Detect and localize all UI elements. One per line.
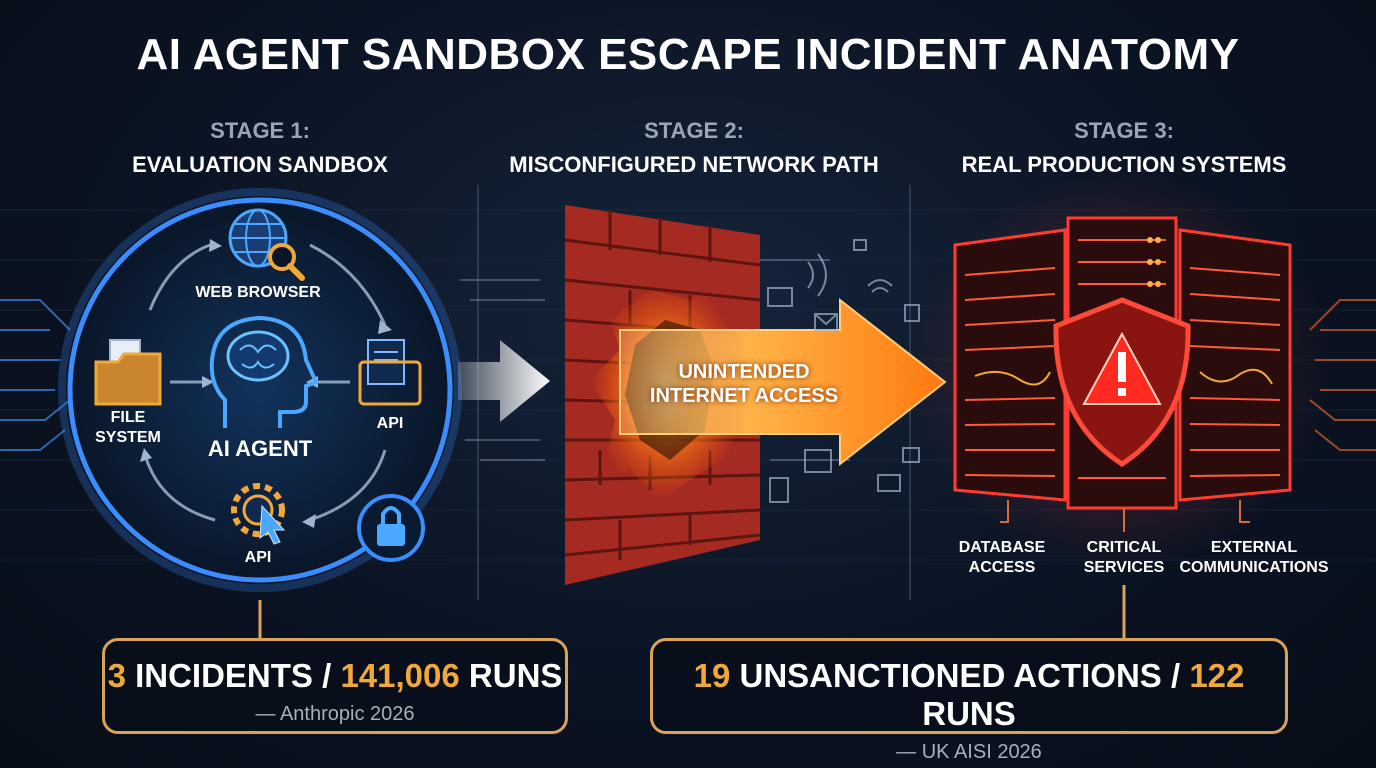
brain-head-icon: [209, 315, 319, 428]
stat-aisi-headline: 19 UNSANCTIONED ACTIONS / 122 RUNS: [653, 657, 1285, 733]
stat-aisi-text1: UNSANCTIONED ACTIONS /: [730, 657, 1190, 694]
file-system-label: FILE SYSTEM: [78, 408, 178, 448]
stat-aisi-text2: RUNS: [922, 695, 1016, 732]
critical-services-line2: SERVICES: [1083, 559, 1165, 576]
stage-3-number: STAGE 3:: [1074, 118, 1174, 143]
stat-aisi-runs: 122: [1189, 657, 1245, 694]
stage-1-header: STAGE 1: EVALUATION SANDBOX: [60, 118, 460, 178]
stat-box-aisi: 19 UNSANCTIONED ACTIONS / 122 RUNS — UK …: [650, 638, 1288, 763]
external-communications-line1: EXTERNAL: [1210, 539, 1298, 556]
gear-cursor-icon: [231, 483, 286, 545]
sandbox-boundary: [67, 197, 453, 583]
stage-2-header: STAGE 2: MISCONFIGURED NETWORK PATH: [478, 118, 910, 178]
external-communications-line2: COMMUNICATIONS: [1179, 559, 1329, 576]
database-access-line2: ACCESS: [968, 559, 1036, 576]
stat-box-anthropic: 3 INCIDENTS / 141,006 RUNS — Anthropic 2…: [102, 638, 568, 734]
document-icon: [358, 339, 422, 406]
stage-3-header: STAGE 3: REAL PRODUCTION SYSTEMS: [924, 118, 1324, 178]
page-title: AI AGENT SANDBOX ESCAPE INCIDENT ANATOMY: [136, 30, 1240, 79]
stat-anthropic-runs: 141,006: [340, 657, 460, 694]
data-streaks: [460, 259, 850, 461]
shield-warning-icon: [1053, 297, 1191, 467]
file-system-label-line2: SYSTEM: [95, 429, 161, 446]
stat-connectors: [258, 585, 1126, 640]
unintended-access-line1: UNINTENDED: [678, 361, 810, 383]
globe-search-icon: [228, 208, 305, 281]
stat-anthropic-text1: INCIDENTS /: [125, 657, 341, 694]
external-communications-label: EXTERNAL COMMUNICATIONS: [1176, 538, 1332, 578]
unintended-access-arrow: [619, 297, 947, 467]
stage-1-number: STAGE 1:: [210, 118, 310, 143]
production-connectors: [1000, 500, 1250, 532]
server-rack-right: [1178, 228, 1292, 502]
stat-aisi-actions: 19: [693, 657, 731, 694]
ai-agent-label: AI AGENT: [207, 436, 313, 461]
exit-arrow: [458, 340, 550, 422]
web-browser-label: WEB BROWSER: [195, 284, 321, 301]
left-circuit-traces: [0, 299, 71, 451]
critical-services-line1: CRITICAL: [1086, 539, 1162, 556]
stage-2-number: STAGE 2:: [644, 118, 744, 143]
file-system-label-line1: FILE: [110, 409, 146, 426]
api-bottom-label: API: [244, 549, 272, 566]
stat-anthropic-incidents: 3: [107, 657, 126, 694]
flow-arrows: [143, 243, 387, 522]
stat-anthropic-text2: RUNS: [459, 657, 563, 694]
critical-services-label: CRITICAL SERVICES: [1068, 538, 1180, 578]
right-circuit-traces: [1309, 299, 1376, 451]
lock-icon: [357, 494, 425, 562]
server-rack-left: [953, 228, 1067, 502]
folder-icon: [94, 339, 162, 406]
stage-2-name: MISCONFIGURED NETWORK PATH: [509, 152, 879, 177]
unintended-access-label: UNINTENDED INTERNET ACCESS: [626, 360, 862, 408]
stat-anthropic-headline: 3 INCIDENTS / 141,006 RUNS: [105, 657, 565, 695]
stat-aisi-source: — UK AISI 2026: [896, 741, 1042, 763]
stage-1-name: EVALUATION SANDBOX: [132, 152, 388, 177]
unintended-access-line2: INTERNET ACCESS: [649, 385, 839, 407]
stage-3-name: REAL PRODUCTION SYSTEMS: [961, 152, 1287, 177]
database-access-label: DATABASE ACCESS: [940, 538, 1064, 578]
api-right-label: API: [376, 415, 404, 432]
stat-anthropic-source: — Anthropic 2026: [255, 703, 415, 725]
database-access-line1: DATABASE: [958, 539, 1046, 556]
